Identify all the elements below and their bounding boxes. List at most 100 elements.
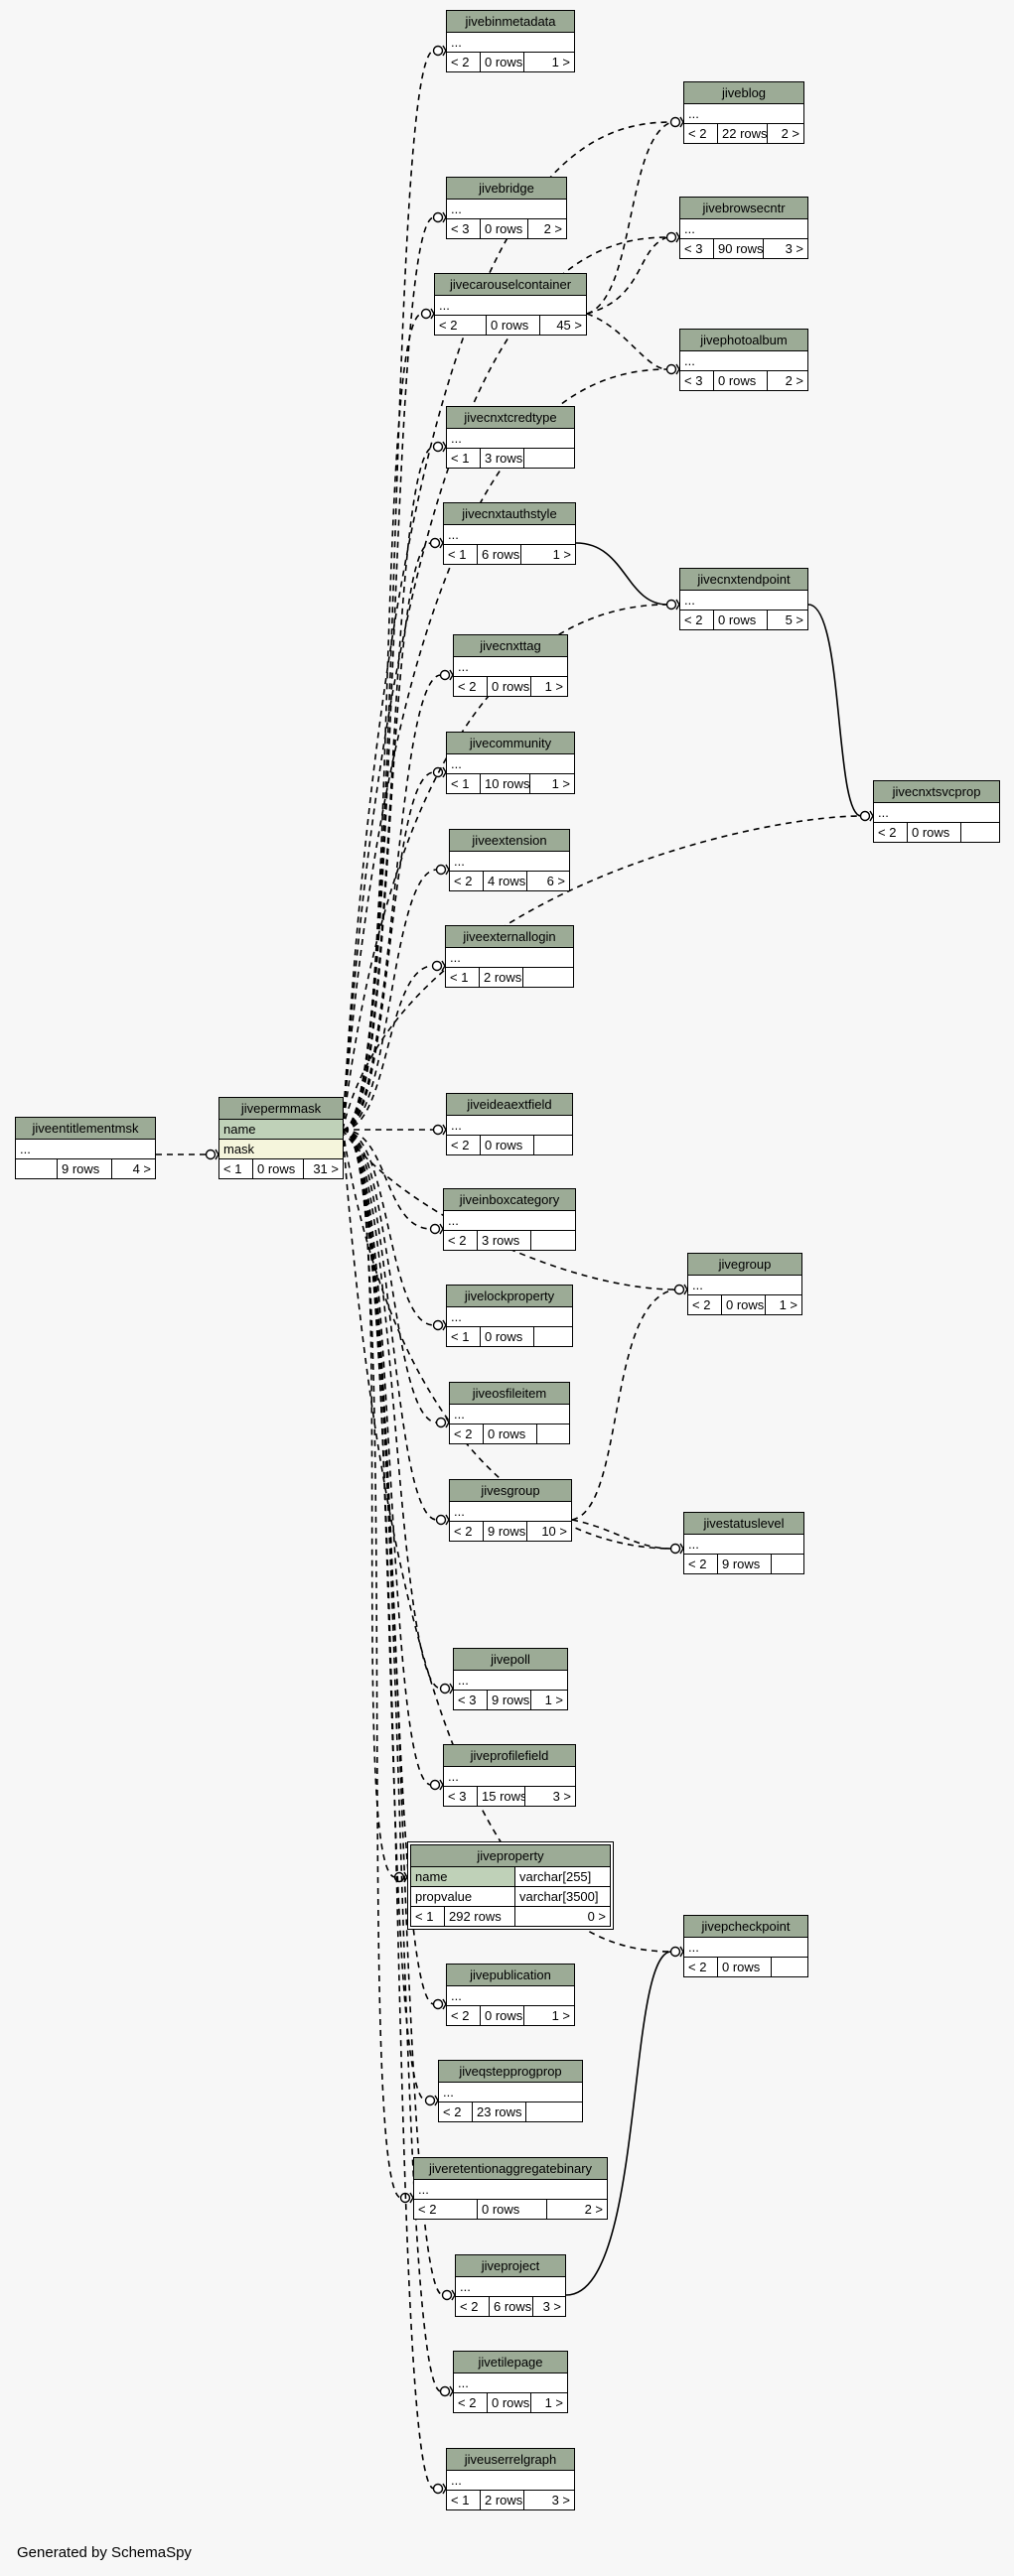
table-title: jivecarouselcontainer [435, 274, 586, 296]
row-count: 9 rows [718, 1555, 772, 1573]
table-title: jiveideaextfield [447, 1094, 572, 1116]
parents-count: < 1 [447, 774, 481, 793]
table-title: jivepoll [454, 1649, 567, 1671]
row-count: 9 rows [484, 1522, 527, 1541]
table-title: jivephotoalbum [680, 330, 807, 351]
parents-count: < 2 [439, 2102, 473, 2121]
column-ellipsis: ... [448, 527, 459, 542]
parents-count: < 2 [688, 1295, 722, 1314]
table-jivepermmask[interactable]: jivepermmask name mask < 1 0 rows 31 > [218, 1097, 344, 1179]
column-ellipsis: ... [451, 1309, 462, 1324]
row-count: 6 rows [490, 2297, 533, 2316]
optional-many-icon [439, 2385, 451, 2397]
table-jiveproperty[interactable]: jiveproperty name varchar[255] propvalue… [407, 1841, 614, 1930]
optional-many-icon [432, 211, 444, 223]
parents-count: < 2 [454, 2393, 488, 2412]
edge-jivepermmask-jiveuserrelgraph [342, 1129, 435, 2490]
children-count [534, 1136, 572, 1154]
table-title: jiveprofilefield [444, 1745, 575, 1767]
edge-jivepermmask-jiveexternallogin [342, 965, 434, 1131]
parents-count: < 2 [447, 53, 481, 71]
column-ellipsis: ... [418, 2182, 429, 2197]
edge-jivepermmask-jivetilepage [342, 1129, 442, 2392]
parents-count: < 1 [219, 1159, 253, 1178]
edge-jivepermmask-jivepoll [342, 1129, 442, 1690]
children-count: 1 > [544, 1693, 563, 1707]
children-count: 1 > [552, 547, 571, 562]
row-count: 0 rows [481, 219, 528, 238]
row-count: 0 rows [908, 823, 961, 842]
edge-jivepermmask-jivebrowsecntr [342, 236, 668, 1131]
table-jiveentitlementmsk[interactable]: jiveentitlementmsk ... 9 rows 4 > [15, 1117, 156, 1179]
parents-count: < 2 [680, 610, 714, 629]
optional-many-icon [435, 1514, 447, 1526]
children-count [772, 1555, 803, 1573]
row-count: 0 rows [714, 371, 768, 390]
parents-count: < 1 [411, 1907, 445, 1926]
children-count: 3 > [551, 2493, 570, 2508]
row-count: 10 rows [481, 774, 530, 793]
table-title: jivecommunity [447, 733, 574, 754]
edge-authstyle-endpoint [575, 542, 668, 606]
edge-jivepermmask-jivephotoalbum [342, 368, 668, 1131]
optional-many-icon [429, 537, 441, 549]
optional-many-icon [420, 308, 432, 320]
parents-count: < 2 [456, 2297, 490, 2316]
optional-many-icon [439, 1683, 451, 1695]
edge-jivepermmask-jiveretentionaggregatebinary [342, 1129, 402, 2199]
column-ellipsis: ... [692, 1278, 703, 1292]
row-count: 4 rows [484, 872, 527, 890]
column-ellipsis: ... [878, 805, 889, 820]
edge-jivepermmask-jivecommunity [342, 771, 435, 1131]
row-count: 292 rows [445, 1907, 515, 1926]
optional-many-icon [665, 363, 677, 375]
column-ellipsis: ... [684, 353, 695, 368]
table-title: jivebridge [447, 178, 566, 200]
edge-jivepermmask-jivecarouselcontainer [342, 313, 423, 1131]
optional-many-icon [432, 441, 444, 453]
column-propvalue-type: varchar[3500] [519, 1889, 599, 1904]
children-count: 1 > [551, 2008, 570, 2023]
edge-jivepermmask-jivecnxtcredtype [342, 446, 435, 1131]
row-count: 0 rows [722, 1295, 766, 1314]
table-title: jivebinmetadata [447, 11, 574, 33]
edge-jivepermmask-jivelockproperty [342, 1129, 435, 1326]
table-title: jivesgroup [450, 1480, 571, 1502]
table-title: jivepcheckpoint [684, 1916, 807, 1938]
footer-credit: Generated by SchemaSpy [17, 2544, 192, 2561]
children-count [961, 823, 999, 842]
children-count: 2 > [785, 373, 803, 388]
column-ellipsis: ... [460, 2279, 471, 2294]
column-ellipsis: ... [688, 1940, 699, 1955]
